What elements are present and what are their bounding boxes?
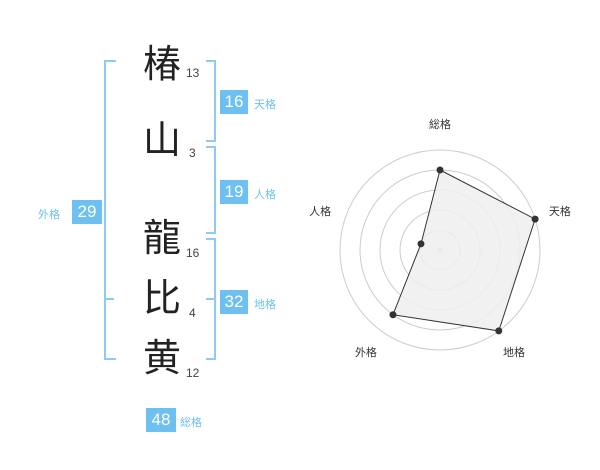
jinkaku-bracket [206, 146, 216, 234]
gaikaku-divider-tick [104, 298, 114, 300]
radar-point-4 [389, 311, 397, 319]
radar-point-1 [436, 166, 444, 174]
radar-point-3 [495, 327, 503, 335]
soukaku-label: 総格 [180, 416, 202, 429]
chikaku-label: 地格 [254, 298, 276, 311]
radar-point-5 [417, 240, 425, 248]
gaikaku-value: 29 [72, 200, 102, 224]
stroke-count-2: 3 [189, 146, 196, 160]
radar-axis-label: 総格 [429, 117, 451, 131]
radar-axis-label: 人格 [309, 204, 331, 218]
tenkaku-bracket [206, 60, 216, 142]
name-char-2: 山 [142, 118, 181, 162]
jinkaku-label: 人格 [254, 188, 276, 201]
chikaku-value: 32 [220, 290, 248, 314]
soukaku-value: 48 [146, 408, 176, 432]
name-char-3: 龍 [142, 216, 181, 260]
stroke-count-5: 12 [186, 366, 200, 380]
radar-axis-label: 天格 [549, 204, 571, 218]
jinkaku-value: 19 [220, 180, 248, 204]
radar-points [389, 166, 539, 335]
stroke-count-4: 4 [189, 306, 196, 320]
radar-ring [339, 149, 541, 351]
tenkaku-value: 16 [220, 90, 248, 114]
radar-polygon [392, 169, 536, 332]
stroke-count-3: 16 [186, 246, 200, 260]
chikaku-divider-tick [206, 298, 216, 300]
stroke-count-1: 13 [186, 66, 200, 80]
name-char-4: 比 [142, 276, 181, 320]
name-char-5: 黄 [142, 336, 181, 380]
radar-axis-label: 地格 [503, 345, 525, 359]
name-char-1: 椿 [142, 42, 181, 86]
radar-point-2 [531, 215, 539, 223]
gaikaku-bracket [104, 60, 116, 360]
tenkaku-label: 天格 [254, 98, 276, 111]
radar-axis-label: 外格 [355, 345, 377, 359]
gaikaku-label: 外格 [38, 208, 60, 221]
